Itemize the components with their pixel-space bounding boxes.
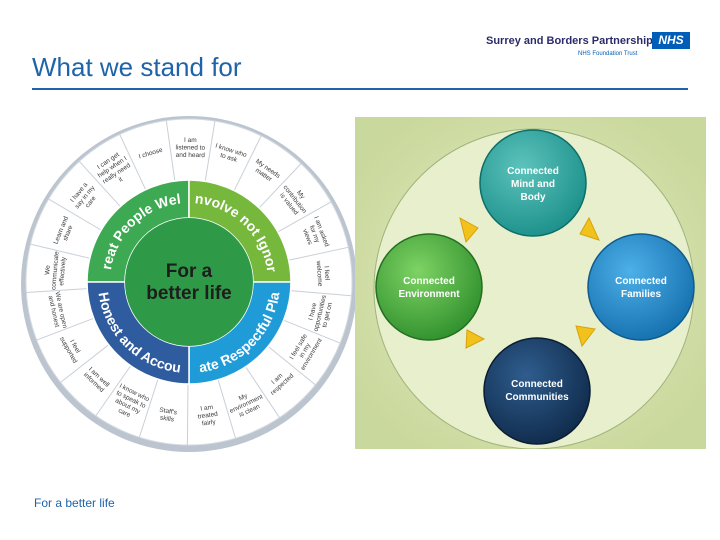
segment-label: Staff'sskills <box>158 407 179 424</box>
segment-label: I amtreatedfairly <box>196 403 219 428</box>
svg-text:Families: Families <box>621 289 661 300</box>
footer-logo: For a better life <box>34 496 115 510</box>
title-divider <box>32 88 688 90</box>
segment-divider <box>95 365 132 417</box>
page-title: What we stand for <box>32 52 242 82</box>
segment-divider <box>60 344 109 383</box>
svg-text:Environment: Environment <box>398 289 460 300</box>
segment-label: I feelwelcome <box>315 259 331 287</box>
segment-divider <box>258 163 302 209</box>
segment-divider <box>36 317 94 341</box>
segment-divider <box>288 246 349 261</box>
svg-text:Communities: Communities <box>505 392 569 403</box>
center-text-line2: better life <box>146 283 232 304</box>
cycle-arrow <box>575 325 596 348</box>
segment-divider <box>119 134 147 190</box>
cycle-arrow <box>579 216 600 241</box>
node-families: Connected Families <box>587 233 695 341</box>
segment-divider <box>290 290 352 297</box>
segment-divider <box>245 366 280 418</box>
segment-divider <box>204 120 216 182</box>
center-text-line1: For a <box>166 261 213 282</box>
node-mind-body: Connected Mind and Body <box>479 129 587 237</box>
svg-text:Connected: Connected <box>507 166 559 177</box>
segment-divider <box>277 201 332 233</box>
segment-divider <box>267 346 316 386</box>
svg-text:Connected: Connected <box>615 276 667 287</box>
segment-divider <box>48 198 102 231</box>
segment-divider <box>186 383 189 445</box>
org-subtitle: NHS Foundation Trust <box>578 51 638 57</box>
segment-divider <box>165 120 176 182</box>
segment-label: I am askedfor myviews <box>298 216 330 254</box>
svg-text:Mind and: Mind and <box>511 179 555 190</box>
segment-divider <box>283 319 341 344</box>
node-communities: Connected Communities <box>483 337 591 445</box>
segment-label: Wecommunicateeffectively <box>43 250 68 291</box>
segment-divider <box>78 161 121 207</box>
segment-divider <box>233 135 262 191</box>
nhs-badge: NHS <box>652 32 690 49</box>
org-logo: Surrey and Borders Partnership NHS NHS F… <box>486 32 692 62</box>
quadrant-band <box>86 179 292 385</box>
cycle-arrow <box>459 217 479 244</box>
svg-text:Body: Body <box>521 192 546 203</box>
node-environment: Connected Environment <box>375 233 483 341</box>
segment-divider <box>30 243 90 259</box>
wheel-center <box>125 218 253 346</box>
connected-cycle-diagram: Connected Mind and Body Connected Famili… <box>355 117 706 449</box>
svg-text:Connected: Connected <box>403 276 455 287</box>
cycle-arrow <box>465 329 486 349</box>
segment-divider <box>138 379 159 438</box>
svg-text:Connected: Connected <box>511 379 563 390</box>
segment-divider <box>217 379 236 439</box>
org-name: Surrey and Borders Partnership <box>486 35 653 47</box>
segment-dividers <box>26 120 352 445</box>
segment-divider <box>26 288 88 294</box>
